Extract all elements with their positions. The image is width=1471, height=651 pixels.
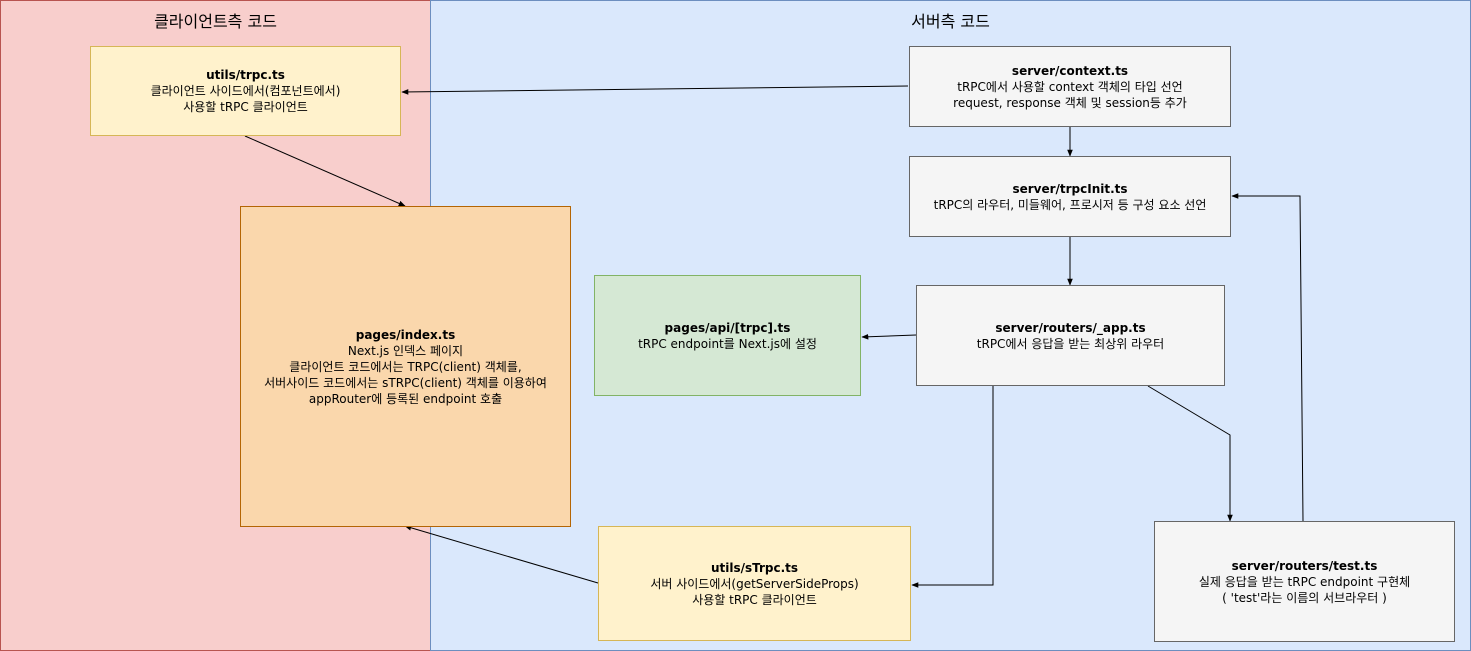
node-line: request, response 객체 및 session등 추가 — [953, 95, 1187, 110]
client-zone-title: 클라이언트측 코드 — [154, 12, 277, 31]
node-title: utils/sTrpc.ts — [710, 560, 799, 575]
node-server-test-router: server/routers/test.ts 실제 응답을 받는 tRPC en… — [1154, 521, 1455, 642]
node-pages-index: pages/index.ts Next.js 인덱스 페이지 클라이언트 코드에… — [240, 206, 571, 527]
node-title: server/context.ts — [1011, 63, 1129, 78]
node-line: tRPC의 라우터, 미들웨어, 프로시저 등 구성 요소 선언 — [933, 197, 1207, 212]
node-title: server/trpcInit.ts — [1012, 181, 1128, 196]
node-line: 서버 사이드에서(getServerSideProps) — [650, 576, 859, 591]
node-title: pages/index.ts — [355, 327, 456, 342]
node-title: server/routers/test.ts — [1231, 558, 1378, 573]
node-utils-strpc: utils/sTrpc.ts 서버 사이드에서(getServerSidePro… — [598, 526, 911, 641]
node-title: utils/trpc.ts — [206, 68, 285, 82]
node-utils-trpc: utils/trpc.ts 클라이언트 사이드에서(컴포넌트에서) 사용할 tR… — [90, 46, 401, 136]
node-title: pages/api/[trpc].ts — [664, 320, 791, 335]
node-line: 서버사이드 코드에서는 sTRPC(client) 객체를 이용하여 — [264, 375, 547, 390]
node-line: 실제 응답을 받는 tRPC endpoint 구현체 — [1198, 574, 1411, 589]
node-line: Next.js 인덱스 페이지 — [347, 343, 464, 358]
node-line: 사용할 tRPC 클라이언트 — [692, 592, 817, 607]
server-zone-title: 서버측 코드 — [911, 12, 990, 31]
node-server-trpcinit: server/trpcInit.ts tRPC의 라우터, 미들웨어, 프로시저… — [909, 156, 1231, 237]
node-line: appRouter에 등록된 endpoint 호출 — [308, 391, 503, 406]
node-line: 사용할 tRPC 클라이언트 — [183, 100, 308, 114]
node-line: tRPC에서 사용할 context 객체의 타입 선언 — [957, 79, 1183, 94]
node-server-context: server/context.ts tRPC에서 사용할 context 객체의… — [909, 46, 1231, 127]
node-line: tRPC endpoint를 Next.js에 설정 — [638, 336, 817, 351]
node-pages-api: pages/api/[trpc].ts tRPC endpoint를 Next.… — [594, 275, 861, 396]
node-line: ( 'test'라는 이름의 서브라우터 ) — [1222, 590, 1387, 605]
node-line: tRPC에서 응답을 받는 최상위 라우터 — [976, 336, 1165, 351]
node-line: 클라이언트 사이드에서(컴포넌트에서) — [150, 84, 341, 98]
node-server-app-router: server/routers/_app.ts tRPC에서 응답을 받는 최상위… — [916, 285, 1225, 386]
node-line: 클라이언트 코드에서는 TRPC(client) 객체를, — [289, 359, 522, 374]
node-title: server/routers/_app.ts — [995, 320, 1146, 335]
